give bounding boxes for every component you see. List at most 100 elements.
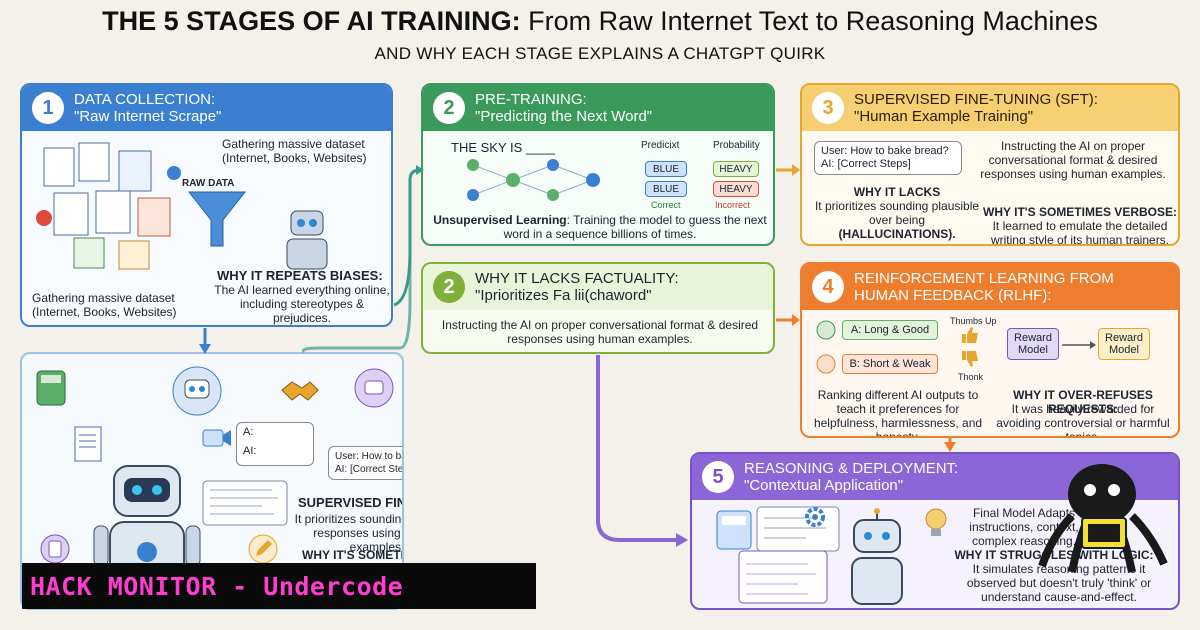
octopus-hacker-icon (1038, 464, 1168, 573)
stage5-subtitle: "Contextual Application" (744, 477, 904, 494)
stage5-desc: Final Model Adapts instructions, context… (969, 506, 1079, 548)
stage1-title: DATA COLLECTION: (74, 91, 216, 108)
stage4-why-title: WHY IT OVER-REFUSES REQUESTS: (1013, 388, 1153, 416)
factuality-number: 2 (433, 271, 465, 303)
pencil-icon (248, 534, 278, 564)
stage2-prob2: HEAVY (713, 181, 759, 197)
stage5-header: 5 REASONING & DEPLOYMENT: "Contextual Ap… (692, 454, 1178, 500)
factuality-panel: 2 WHY IT LACKS FACTUALITY: "Iprioritizes… (421, 262, 775, 354)
center-chat: User: How to bake bread? AI: [Correct St… (328, 446, 404, 480)
stage2-panel: 2 PRE-TRAINING: "Predicting the Next Wor… (421, 83, 775, 246)
center-chat-ai: AI: [Correct Steps] (335, 464, 404, 475)
stage2-prob1: HEAVY (713, 161, 759, 177)
stage3-desc: Instructing the AI on proper conversatio… (980, 139, 1166, 181)
stage5-why-text: It simulates reasoning patterns it obser… (966, 562, 1152, 604)
stage4-why-text: It was heavily rewarded for avoiding con… (996, 402, 1170, 438)
center-chat-user: User: How to bake bread? (335, 451, 402, 462)
stage2-pred2: BLUE (645, 181, 687, 197)
document-icon (74, 426, 102, 462)
stage3-why-lacks-bold: (HALLUCINATIONS). (838, 227, 956, 241)
stage4-desc: Ranking different AI outputs to teach it… (813, 388, 983, 438)
code-window-icon (756, 506, 840, 552)
neural-net-icon (467, 159, 600, 201)
stage3-chat-ai: AI: [Correct Steps] (821, 158, 911, 170)
chat-window-icon (738, 550, 828, 604)
stage3-number: 3 (812, 92, 844, 124)
robot-icon (172, 366, 222, 416)
stage2-prompt: THE SKY IS ____ (451, 140, 555, 155)
stage2-prob-label: Probability (713, 140, 760, 151)
stage2-header: 2 PRE-TRAINING: "Predicting the Next Wor… (423, 85, 773, 131)
stage2-title: PRE-TRAINING: (475, 91, 587, 108)
page-title: THE 5 STAGES OF AI TRAINING: From Raw In… (0, 6, 1200, 37)
calculator-icon (716, 510, 752, 550)
center-chat-a: A: AI: (236, 422, 314, 466)
stage4-thumb: Thonk (958, 372, 984, 382)
stage4-reward2: Reward Model (1098, 328, 1150, 360)
stage2-subtitle: "Predicting the Next Word" (475, 108, 653, 125)
stage3-why-verbose-text: It learned to emulate the detailed writi… (990, 219, 1170, 246)
stage2-number: 2 (433, 92, 465, 124)
stage3-chat-user: User: How to bake bread? (821, 145, 949, 157)
stage2-desc-bold: Unsupervised Learning (433, 213, 567, 227)
stage1-raw-label: RAW DATA (182, 178, 235, 189)
stage5-panel: 5 REASONING & DEPLOYMENT: "Contextual Ap… (690, 452, 1180, 610)
stage1-subtitle: "Raw Internet Scrape" (74, 108, 222, 125)
center-sft-text: It prioritizes sounding plausiutd respon… (294, 512, 404, 554)
stage4-title: REINFORCEMENT LEARNING FROM HUMAN FEEDBA… (854, 270, 1114, 304)
thumbs-up-icon (962, 327, 978, 343)
stage3-header: 3 SUPERVISED FINE-TUNING (SFT): "Human E… (802, 85, 1178, 131)
lightbulb-icon (925, 508, 947, 536)
video-icon (202, 429, 231, 447)
factuality-subtitle: "Iprioritizes Fa lii(chaword" (475, 287, 652, 304)
stage3-panel: 3 SUPERVISED FINE-TUNING (SFT): "Human E… (800, 83, 1180, 246)
stage1-why-title: WHY IT REPEATS BIASES: (217, 268, 383, 283)
stage4-option-b: B: Short & Weak (842, 354, 938, 374)
stage3-chat: User: How to bake bread? AI: [Correct St… (814, 141, 962, 175)
robot-icon (286, 210, 328, 270)
document-icon (36, 142, 181, 270)
title-bold: THE 5 STAGES OF AI TRAINING: (102, 6, 521, 36)
stage2-desc: Unsupervised Learning: Training the mode… (433, 213, 767, 241)
stage5-why-title: WHY IT STRUGGLES WITH LOGIC: (954, 548, 1154, 562)
stage2-pred1: BLUE (645, 161, 687, 177)
stage3-subtitle: "Human Example Training" (854, 108, 1034, 125)
reward-arrow (1062, 341, 1096, 349)
factuality-title: WHY IT LACKS FACTUALITY: (475, 270, 679, 287)
center-sft-title: SUPERVISED FINE-TUNING (SFT): (298, 495, 402, 510)
stage1-desc-top: Gathering massive dataset (Internet, Boo… (222, 137, 367, 165)
center-verbose-title: WHY IT'S SOMETIMES VERBOSE: (302, 548, 404, 562)
stage3-why-lacks-title: WHY IT LACKS (853, 185, 941, 199)
stage3-why-lacks-text: It prioritizes sounding plausible over b… (814, 199, 980, 227)
stage2-correct: Correct (651, 200, 681, 210)
stage4-header: 4 REINFORCEMENT LEARNING FROM HUMAN FEED… (802, 264, 1178, 310)
calculator-icon (36, 370, 66, 406)
thumbs-down-icon (962, 351, 978, 367)
stage4-panel: 4 REINFORCEMENT LEARNING FROM HUMAN FEED… (800, 262, 1180, 438)
note-card-icon (202, 480, 288, 526)
page-subtitle: AND WHY EACH STAGE EXPLAINS A CHATGPT QU… (374, 44, 826, 63)
stage2-predict-label: Predicixt (641, 140, 680, 151)
avatar-icon (816, 320, 836, 374)
stage3-why-verbose-title: WHY IT'S SOMETIMES VERBOSE: (983, 205, 1177, 219)
factuality-header: 2 WHY IT LACKS FACTUALITY: "Iprioritizes… (423, 264, 773, 310)
stage1-panel: 1 DATA COLLECTION: "Raw Internet Scrape"… (20, 83, 393, 327)
center-chat-a1: A: (243, 426, 254, 438)
stage1-number: 1 (32, 92, 64, 124)
stage2-desc-text: : Training the model to guess the next w… (503, 213, 767, 241)
watermark-banner: HACK MONITOR - Undercode (22, 563, 536, 609)
stage2-incorrect: Incorrect (715, 200, 751, 210)
title-light: From Raw Internet Text to Reasoning Mach… (528, 6, 1098, 36)
stage1-why-text: The AI learned everything online, includ… (214, 283, 390, 325)
stage3-title: SUPERVISED FINE-TUNING (SFT): (854, 91, 1098, 108)
stage4-reward1: Reward Model (1007, 328, 1059, 360)
gear-icon (805, 507, 825, 527)
center-chat-a2: AI: (243, 445, 257, 457)
robot-icon (851, 508, 903, 605)
stage5-number: 5 (702, 461, 734, 493)
stage1-desc-bottom: Gathering massive dataset (Internet, Boo… (32, 291, 177, 319)
stage1-header: 1 DATA COLLECTION: "Raw Internet Scrape" (22, 85, 391, 131)
funnel-icon (187, 191, 247, 247)
factuality-desc: Instructing the AI on proper conversatio… (441, 318, 759, 346)
